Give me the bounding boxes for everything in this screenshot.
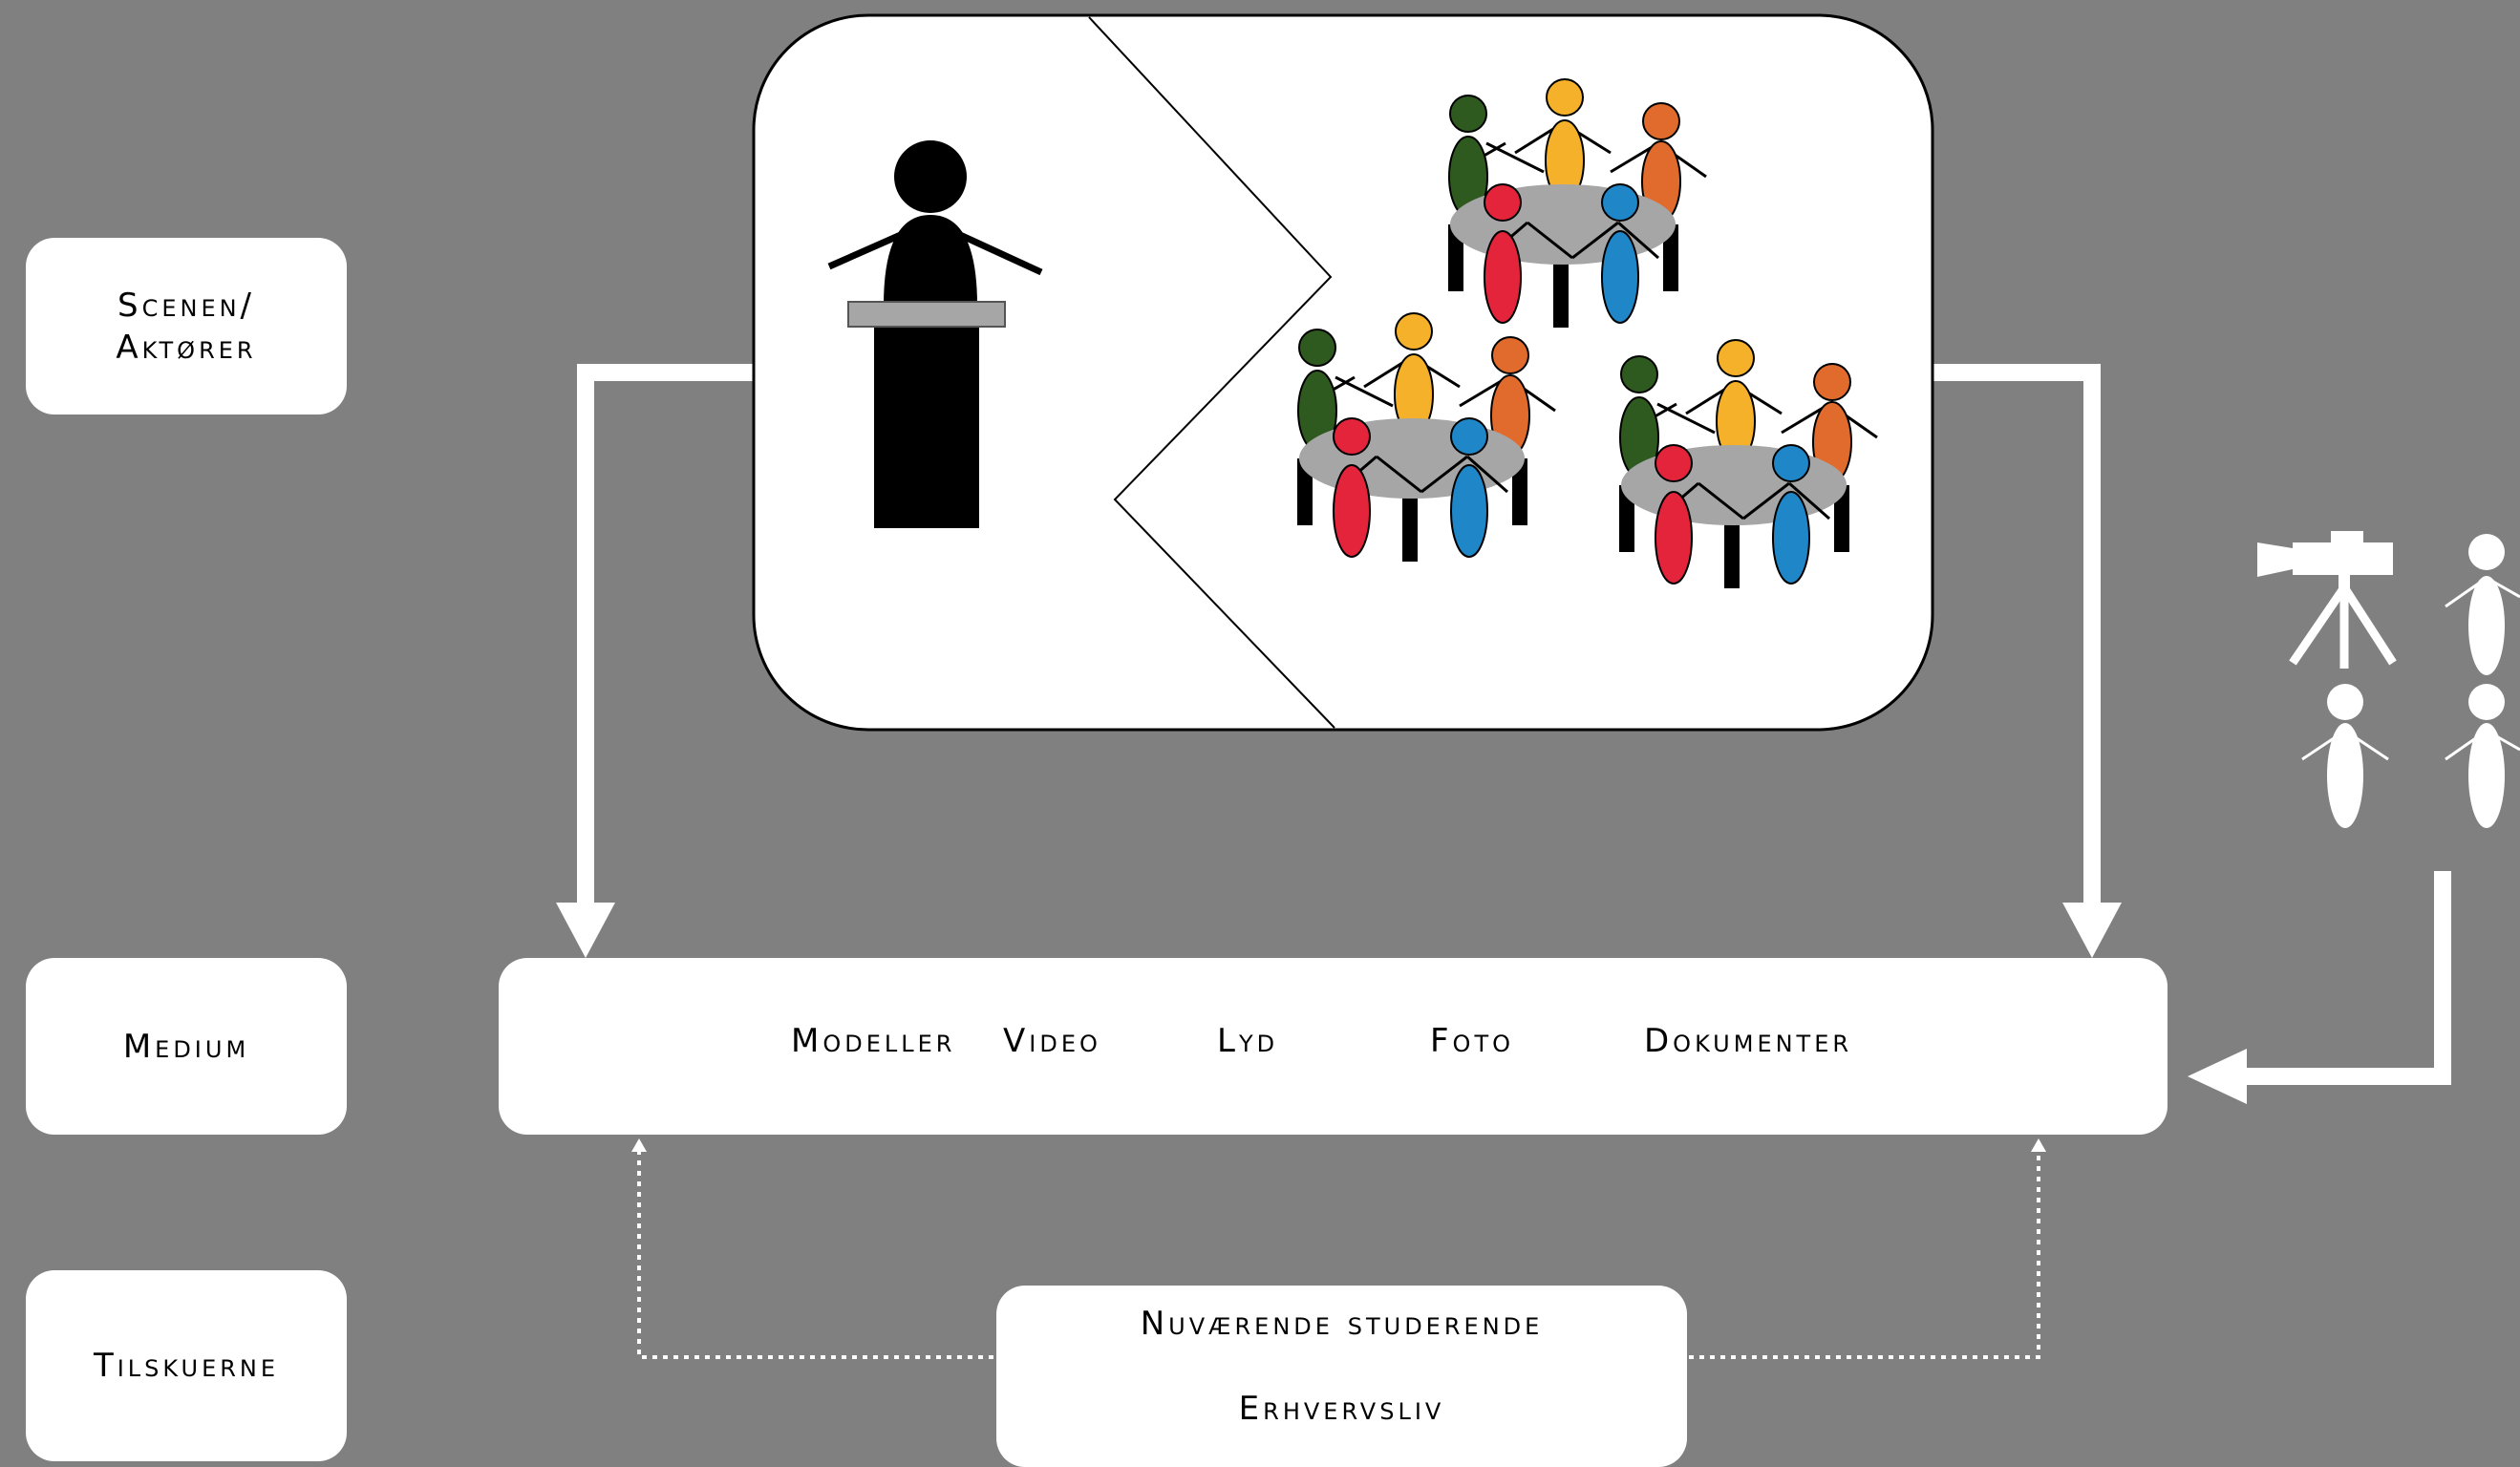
audience-box bbox=[996, 1286, 1687, 1467]
zigzag-divider bbox=[1088, 16, 1335, 729]
scenen-label-line1: Scenen/ bbox=[117, 286, 256, 325]
arrow-camera-to-medium bbox=[2188, 871, 2451, 1104]
video-camera-icon bbox=[2257, 531, 2397, 669]
scenen-label-line2: Aktører bbox=[116, 328, 257, 367]
speaker-podium-icon bbox=[827, 140, 1043, 528]
scene-panel bbox=[752, 13, 1934, 732]
tilskuerne-label: Tilskuerne bbox=[26, 1270, 347, 1461]
person-icon bbox=[2445, 534, 2520, 675]
audience-item-erhvervsliv: Erhvervsliv bbox=[1238, 1390, 1445, 1428]
group-table-icon bbox=[1619, 339, 1878, 588]
medium-item-dokumenter: Dokumenter bbox=[1644, 1022, 1853, 1060]
arrow-scene-right bbox=[1932, 364, 2122, 958]
scenen-aktorer-label: Scenen/ Aktører bbox=[26, 238, 347, 415]
medium-label: Medium bbox=[26, 958, 347, 1135]
medium-label-text: Medium bbox=[122, 1027, 250, 1066]
tilskuerne-label-text: Tilskuerne bbox=[93, 1347, 280, 1385]
medium-box bbox=[499, 958, 2168, 1135]
person-icon bbox=[2301, 684, 2389, 828]
person-icon bbox=[2445, 684, 2520, 828]
arrow-audience-right bbox=[1689, 1146, 2040, 1359]
medium-item-foto: Foto bbox=[1430, 1022, 1514, 1060]
medium-item-modeller: Modeller bbox=[791, 1022, 956, 1060]
arrow-scene-left bbox=[556, 364, 755, 958]
medium-item-video: Video bbox=[1003, 1022, 1101, 1060]
group-table-icon bbox=[1297, 312, 1556, 562]
arrow-audience-left bbox=[637, 1146, 993, 1359]
group-table-icon bbox=[1448, 78, 1707, 328]
medium-item-lyd: Lyd bbox=[1217, 1022, 1279, 1060]
audience-item-studerende: Nuværende studerende bbox=[1140, 1305, 1544, 1343]
